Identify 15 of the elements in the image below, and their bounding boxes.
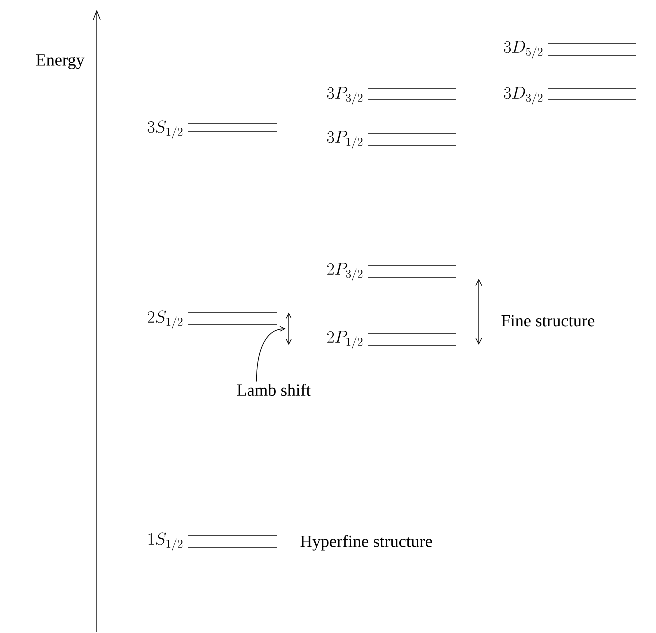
energy-level: $1S_{1/2}$ [148, 532, 278, 551]
energy-level: $3D_{3/2}$ [504, 87, 636, 105]
measure-arrow [286, 312, 292, 346]
energy-level: $2S_{1/2}$ [148, 310, 278, 329]
label-text: Energy [36, 54, 85, 70]
energy-level: $3D_{5/2}$ [504, 41, 636, 59]
energy-level: $3P_{1/2}$ [327, 131, 456, 149]
energy-level: $2P_{3/2}$ [328, 263, 456, 281]
energy-level: $2P_{1/2}$ [328, 331, 456, 349]
annotation-text: Lamb shift [237, 384, 311, 396]
label-text: Hyperfine structure [300, 535, 432, 551]
energy-level: $3P_{3/2}$ [327, 87, 456, 105]
leader-arrow [256, 326, 286, 382]
energy-level: $3S_{1/2}$ [148, 120, 278, 139]
label-text: Fine structure [502, 315, 595, 327]
